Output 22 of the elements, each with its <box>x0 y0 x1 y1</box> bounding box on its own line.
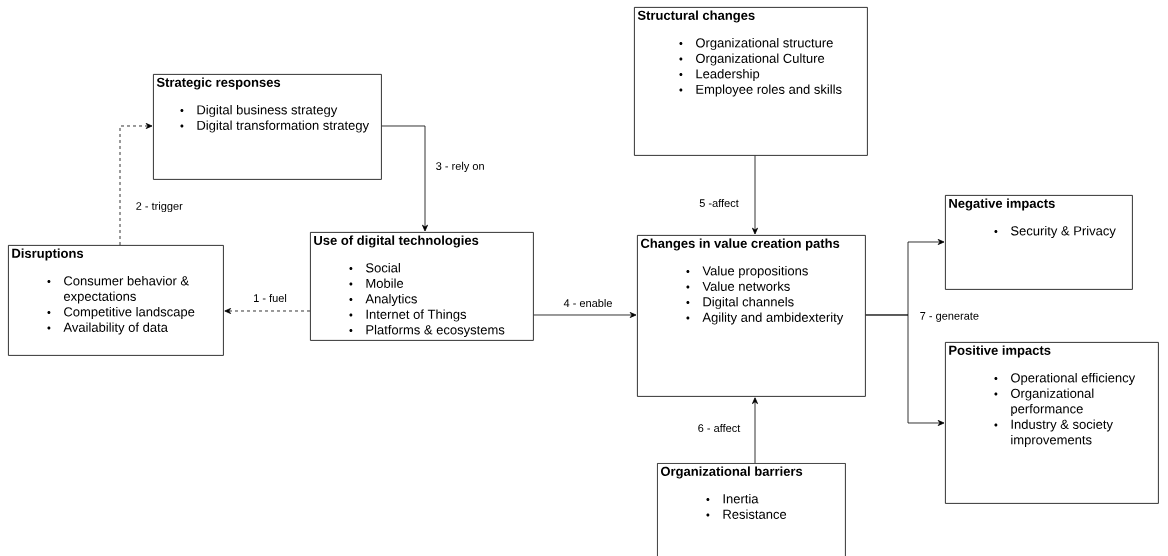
edge-label: 1 - fuel <box>251 292 289 304</box>
arrow <box>381 125 428 232</box>
process-box: Organizational barriers Inertia Resistance <box>657 463 846 556</box>
arrow <box>752 155 758 235</box>
arrow <box>119 123 153 246</box>
process-box: Disruptions Consumer behavior & expectations Competitive landscape Availability of data <box>8 245 224 356</box>
process-box: Positive impacts Operational efficiency Organizational performance Industry & society improvements <box>945 342 1159 504</box>
process-box: Use of digital technologies Social Mobile Analytics Internet of Things Platforms & ecosystems <box>310 232 534 341</box>
process-box: Structural changes Organizational structure Organizational Culture Leadership Employee roles and skills <box>634 7 868 156</box>
arrow <box>865 314 945 426</box>
edge-label: 6 - affect <box>696 422 742 434</box>
edge-label: 5 -affect <box>697 197 741 209</box>
process-box: Negative impacts Security & Privacy <box>945 195 1133 290</box>
edge-label: 2 - trigger <box>134 200 185 214</box>
edge-label: 3 - rely on <box>434 160 487 174</box>
arrow <box>224 308 311 314</box>
arrow <box>752 397 758 464</box>
edge-label: 7 - generate <box>918 310 981 324</box>
process-box: Strategic responses Digital business strategy Digital transformation strategy <box>153 74 382 180</box>
arrow <box>533 312 637 318</box>
edge-label: 4 - enable <box>562 297 614 309</box>
process-box: Changes in value creation paths Value propositions Value networks Digital channels Agility and ambidexterity <box>637 235 866 397</box>
